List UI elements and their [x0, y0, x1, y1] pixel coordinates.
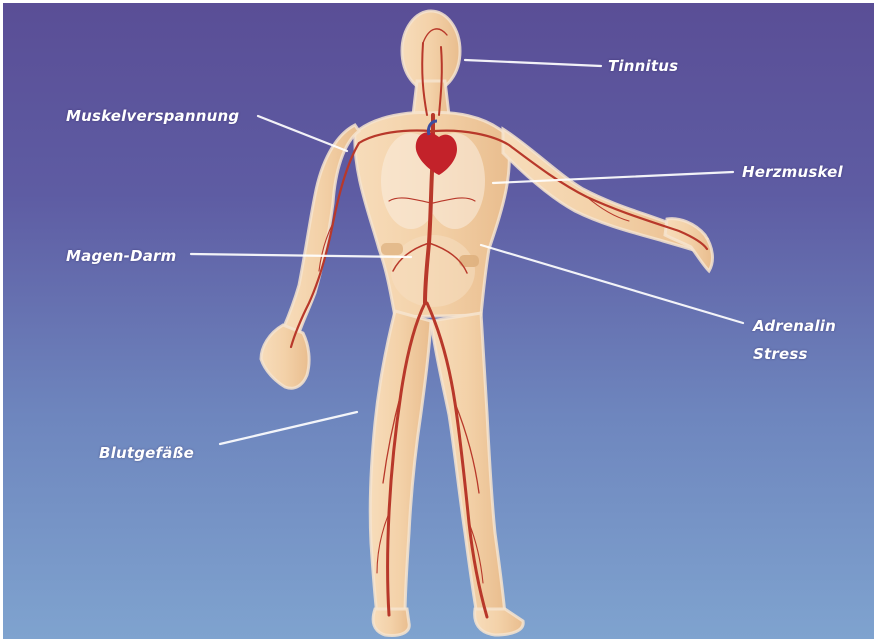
- leader-line-blutgefaesse: [220, 412, 357, 444]
- leader-line-muskelverspannung: [258, 116, 347, 151]
- label-muskelverspannung: Muskelverspannung: [66, 107, 239, 125]
- body-silhouette: [261, 11, 712, 636]
- blood-vessels: [291, 29, 707, 617]
- leader-line-magen-darm: [191, 254, 411, 257]
- label-adrenalin: Adrenalin: [753, 317, 836, 335]
- label-blutgefaesse: Blutgefäße: [99, 444, 194, 462]
- label-herzmuskel: Herzmuskel: [742, 163, 843, 181]
- label-magen-darm: Magen-Darm: [66, 247, 176, 265]
- human-body-illustration: [3, 3, 874, 639]
- anatomy-diagram: Tinnitus Muskelverspannung Herzmuskel Ma…: [3, 3, 874, 639]
- label-stress: Stress: [753, 345, 808, 363]
- label-tinnitus: Tinnitus: [608, 57, 678, 75]
- leader-line-tinnitus: [465, 60, 601, 66]
